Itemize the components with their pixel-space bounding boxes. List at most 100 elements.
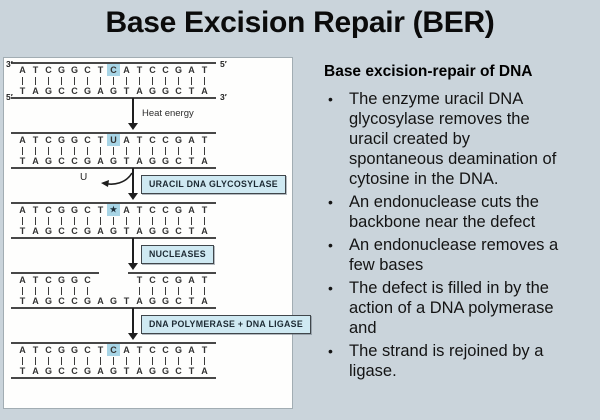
- base-pair-slot: [42, 216, 55, 225]
- base-pair-bond: [86, 76, 89, 85]
- base-pair-bond: [164, 356, 167, 365]
- arrow-head-icon: [128, 333, 138, 345]
- base-pair-slot: [146, 146, 159, 155]
- bullet-text: An endonuclease removes a few bases: [349, 236, 559, 274]
- base-pair-slot: [55, 146, 68, 155]
- base-pair-bond: [203, 216, 206, 225]
- base-pair-slot: [185, 76, 198, 85]
- dna-base: C: [71, 226, 78, 236]
- dna-base: C: [162, 345, 169, 355]
- dna-base: G: [70, 275, 78, 285]
- base-pair-bond: [151, 76, 154, 85]
- base-pair-slot: [42, 76, 55, 85]
- dna-backbone: [11, 202, 216, 204]
- base-pair-slot: [16, 356, 29, 365]
- dna-base: C: [175, 86, 182, 96]
- dna-base: G: [57, 275, 65, 285]
- base-pair-slot: [159, 286, 172, 295]
- base-pair-bond: [125, 216, 128, 225]
- dna-base: C: [162, 205, 169, 215]
- dna-base: G: [44, 156, 52, 166]
- dna-base: G: [148, 296, 156, 306]
- uracil-release-arrow-icon: [101, 172, 133, 187]
- base-pair-bond: [190, 286, 193, 295]
- base-pair-bond: [73, 76, 76, 85]
- bullet-marker-icon: •: [328, 280, 333, 296]
- base-pair-slot: [81, 146, 94, 155]
- base-pair-slot: [68, 216, 81, 225]
- page-title: Base Excision Repair (BER): [105, 6, 495, 39]
- dna-base: C: [45, 275, 52, 285]
- base-pair-slot: [146, 76, 159, 85]
- base-pair-slot: [172, 356, 185, 365]
- dna-base: A: [188, 135, 195, 145]
- base-pair-slot: [133, 146, 146, 155]
- dna-base: A: [123, 345, 130, 355]
- base-pair-slot: [107, 216, 120, 225]
- base-pair-bonds-row: [9, 76, 221, 85]
- dna-base: G: [148, 156, 156, 166]
- base-pair-slot: [42, 286, 55, 295]
- base-pair-slot: [68, 146, 81, 155]
- base-pair-bond: [21, 76, 24, 85]
- dna-base: T: [136, 345, 143, 355]
- dna-base: G: [161, 366, 169, 376]
- base-pair-slot: [107, 356, 120, 365]
- dna-base: T: [201, 135, 208, 145]
- base-pair-bond: [177, 356, 180, 365]
- base-pair-slot: [68, 76, 81, 85]
- base-pair-slot: [16, 76, 29, 85]
- base-pair-bond: [99, 76, 102, 85]
- right-panel: Base excision-repair of DNA •The enzyme …: [314, 63, 596, 384]
- dna-base: A: [32, 156, 39, 166]
- dna-base: T: [188, 366, 195, 376]
- base-pair-bond: [203, 286, 206, 295]
- base-pair-bond: [125, 356, 128, 365]
- down-arrow-icon: [132, 308, 134, 334]
- base-pair-slot: [68, 286, 81, 295]
- dna-base: A: [32, 296, 39, 306]
- dna-base: A: [201, 296, 208, 306]
- base-pair-bond: [164, 216, 167, 225]
- base-pair-bond: [60, 216, 63, 225]
- dna-base: G: [70, 65, 78, 75]
- strand-end-label: 3′: [6, 59, 13, 69]
- dna-base: T: [32, 205, 39, 215]
- dna-base: G: [161, 86, 169, 96]
- base-pair-bond: [34, 216, 37, 225]
- dna-base: A: [188, 205, 195, 215]
- base-pair-slot: [133, 216, 146, 225]
- dna-base: T: [136, 135, 143, 145]
- enzyme-label-box: DNA POLYMERASE + DNA LIGASE: [141, 315, 312, 334]
- base-pair-bond: [73, 146, 76, 155]
- base-pair-slot: [81, 216, 94, 225]
- base-pair-bond: [151, 146, 154, 155]
- bullet-item: •An endonuclease removes a few bases: [314, 235, 596, 275]
- base-pair-bond: [60, 356, 63, 365]
- down-arrow-icon: [132, 238, 134, 264]
- dna-base: C: [58, 86, 65, 96]
- base-pair-bond: [34, 76, 37, 85]
- base-pair-slot: [68, 356, 81, 365]
- dna-base: T: [123, 296, 130, 306]
- dna-base: G: [109, 226, 117, 236]
- arrow-head-icon: [128, 263, 138, 275]
- dna-base: G: [161, 156, 169, 166]
- dna-base: C: [84, 275, 91, 285]
- base-pair-slot: [159, 76, 172, 85]
- heat-energy-label: Heat energy: [142, 108, 194, 119]
- dna-base: G: [44, 296, 52, 306]
- base-pair-bond: [60, 76, 63, 85]
- dna-base: G: [83, 156, 91, 166]
- dna-base: A: [201, 366, 208, 376]
- base-pair-slot: [120, 356, 133, 365]
- base-pair-bond: [112, 146, 115, 155]
- base-pair-slot: [55, 356, 68, 365]
- base-pair-bond: [21, 216, 24, 225]
- dna-base: G: [44, 366, 52, 376]
- strand-end-label: 3′: [220, 92, 227, 102]
- bullet-marker-icon: •: [328, 194, 333, 210]
